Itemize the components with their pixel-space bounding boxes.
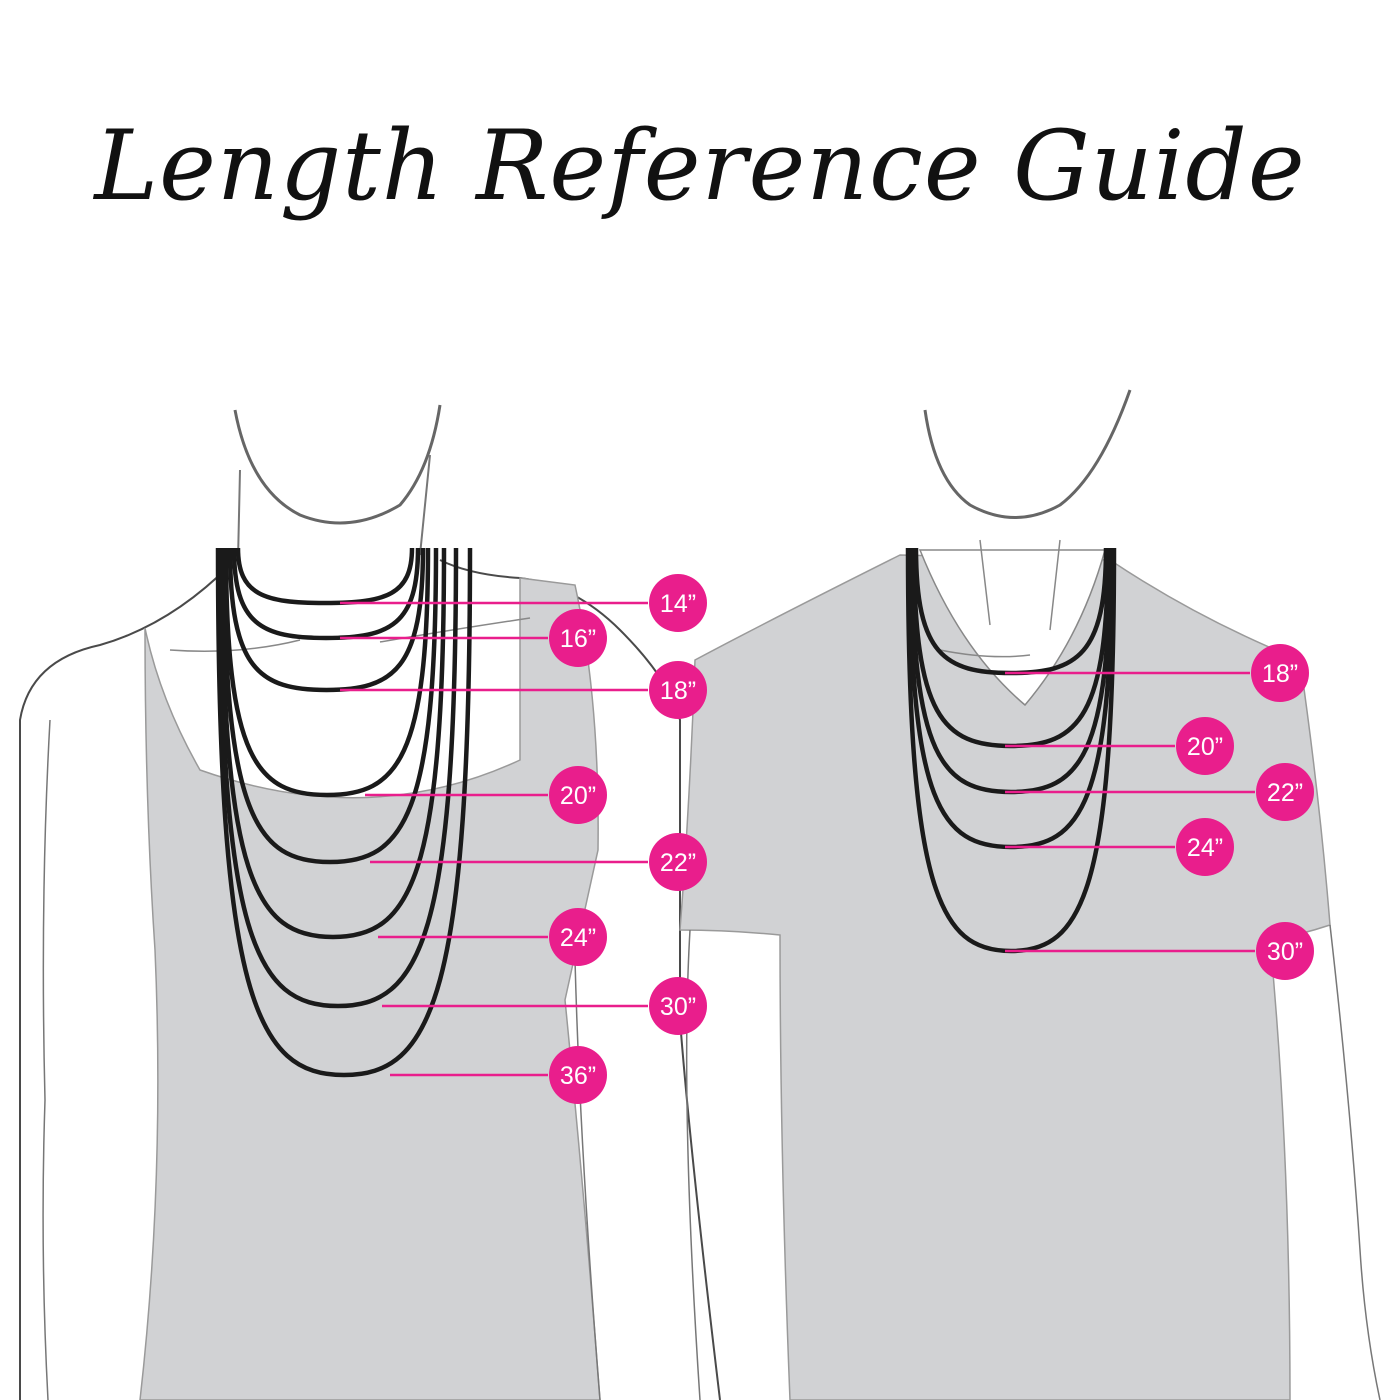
woman-chain-0 — [235, 547, 415, 606]
man-figure — [679, 389, 1381, 1400]
man-neck — [923, 389, 1132, 519]
woman-chain-5 — [219, 547, 447, 940]
woman-length-labels: 14” 16” 18” 20” 22” 24” 30” 36” — [340, 574, 707, 1104]
woman-length-badge-1 — [549, 609, 607, 667]
woman-length-badge-6 — [649, 977, 707, 1035]
man-tshirt — [679, 554, 1331, 1400]
woman-length-badge-4 — [649, 833, 707, 891]
woman-length-badge-3 — [549, 766, 607, 824]
man-length-badge-4 — [1256, 922, 1314, 980]
man-length-badge-3 — [1176, 818, 1234, 876]
man-length-badge-0 — [1251, 644, 1309, 702]
woman-chains — [215, 547, 473, 1078]
man-v-neck — [918, 549, 1106, 707]
woman-length-label-6: 30” — [660, 993, 696, 1021]
man-length-label-1: 20” — [1187, 733, 1223, 761]
woman-chain-6 — [217, 547, 459, 1009]
woman-chain-7 — [215, 547, 473, 1078]
man-length-label-2: 22” — [1267, 779, 1303, 807]
woman-length-badge-0 — [649, 574, 707, 632]
man-neck-details — [939, 539, 1061, 658]
page-title: Length Reference Guide — [94, 110, 1306, 222]
woman-length-label-7: 36” — [560, 1062, 596, 1090]
woman-length-badge-5 — [549, 908, 607, 966]
woman-length-label-1: 16” — [560, 625, 596, 653]
woman-tank-top — [139, 577, 601, 1400]
woman-body-outline — [19, 559, 721, 1400]
woman-chain-2 — [227, 547, 426, 693]
man-length-label-3: 24” — [1187, 834, 1223, 862]
woman-chain-3 — [223, 547, 431, 798]
woman-length-label-5: 24” — [560, 924, 596, 952]
woman-length-label-0: 14” — [660, 590, 696, 618]
man-length-label-4: 30” — [1267, 938, 1303, 966]
man-length-badge-1 — [1176, 717, 1234, 775]
woman-length-label-2: 18” — [660, 677, 696, 705]
woman-neck-sides — [237, 454, 431, 561]
woman-figure — [19, 404, 721, 1400]
woman-arm-left — [42, 719, 51, 1400]
woman-length-badge-7 — [549, 1046, 607, 1104]
man-length-labels: 18” 20” 22” 24” 30” — [1005, 644, 1314, 980]
woman-length-label-4: 22” — [660, 849, 696, 877]
woman-neck — [233, 404, 442, 525]
woman-length-badge-2 — [649, 661, 707, 719]
man-length-badge-2 — [1256, 763, 1314, 821]
man-arm-right — [1329, 924, 1381, 1400]
woman-arm-right — [574, 959, 601, 1400]
man-length-label-0: 18” — [1262, 660, 1298, 688]
woman-chain-4 — [221, 547, 439, 865]
woman-length-label-3: 20” — [560, 782, 596, 810]
